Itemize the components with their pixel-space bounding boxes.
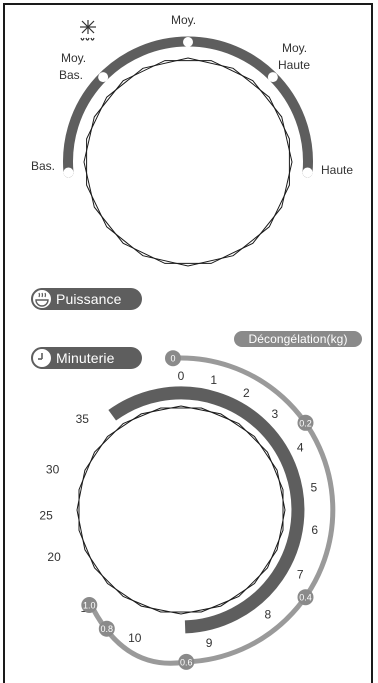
- defrost-mark-dot: [297, 589, 314, 606]
- defrost-marks: 0 0.2 0.4 0.6 0.8 1.0: [81, 350, 314, 670]
- defrost-mark-dot: [165, 350, 181, 367]
- timer-mark-9: 9: [206, 636, 213, 650]
- power-indicator: Puissance: [31, 288, 142, 310]
- power-label-medium-high-line2: Haute: [278, 58, 310, 72]
- timer-mark-10: 10: [128, 631, 142, 645]
- defrost-indicator: Décongélation(kg): [234, 331, 362, 347]
- defrost-mark-dot: [98, 620, 115, 637]
- power-knob[interactable]: [83, 57, 293, 267]
- timer-marks: 0123456789101520253035: [39, 369, 318, 650]
- defrost-mark-0.6: 0.6: [180, 657, 193, 667]
- clock-icon: [31, 347, 53, 369]
- power-notch: [302, 167, 313, 178]
- defrost-mark-dot: [297, 414, 314, 431]
- timer-mark-7: 7: [297, 567, 304, 581]
- snowflake-defrost-icon: [80, 20, 96, 41]
- power-label-high: Haute: [321, 163, 353, 177]
- timer-mark-5: 5: [311, 481, 318, 495]
- knob-outline: [76, 405, 286, 615]
- power-dial[interactable]: Bas. Moy. Bas. Moy. Moy. Haute Haute: [0, 0, 378, 280]
- defrost-mark-0.8: 0.8: [101, 624, 114, 634]
- knob-outline: [78, 407, 284, 613]
- power-label-medium-low-line1: Moy.: [61, 51, 86, 65]
- timer-mark-0: 0: [178, 369, 185, 383]
- timer-mark-3: 3: [271, 407, 278, 421]
- power-label-medium: Moy.: [171, 13, 196, 27]
- defrost-arc: [90, 355, 336, 666]
- timer-mark-4: 4: [297, 441, 304, 455]
- power-notch: [98, 72, 109, 83]
- power-label: Puissance: [56, 291, 122, 307]
- power-label-medium-low-line2: Bas.: [59, 68, 83, 82]
- defrost-mark-dot: [178, 653, 195, 670]
- power-notch: [63, 167, 74, 178]
- knob-outline: [86, 57, 290, 267]
- defrost-mark-1.0: 1.0: [83, 601, 96, 611]
- knob-outline: [83, 60, 293, 264]
- timer-label: Minuterie: [56, 350, 115, 366]
- timer-mark-2: 2: [243, 386, 250, 400]
- power-label-medium-high-line1: Moy.: [282, 41, 307, 55]
- timer-mark-20: 20: [47, 550, 61, 564]
- defrost-mark-0.2: 0.2: [299, 418, 312, 428]
- timer-mark-25: 25: [39, 509, 53, 523]
- power-label-low: Bas.: [31, 159, 55, 173]
- timer-mark-30: 30: [46, 462, 60, 476]
- power-level-icon: [31, 288, 53, 310]
- power-notch: [183, 37, 193, 47]
- power-notch: [267, 72, 278, 83]
- timer-indicator: Minuterie: [31, 347, 142, 369]
- timer-mark-1: 1: [210, 373, 217, 387]
- timer-knob[interactable]: [76, 405, 286, 615]
- defrost-label: Décongélation(kg): [248, 332, 348, 346]
- timer-mark-6: 6: [311, 523, 318, 537]
- timer-arc: [108, 386, 305, 634]
- timer-mark-35: 35: [76, 412, 90, 426]
- defrost-mark-0.4: 0.4: [299, 593, 312, 603]
- timer-mark-8: 8: [264, 607, 271, 621]
- defrost-mark-dot: [81, 597, 98, 613]
- defrost-mark-0: 0: [170, 354, 175, 364]
